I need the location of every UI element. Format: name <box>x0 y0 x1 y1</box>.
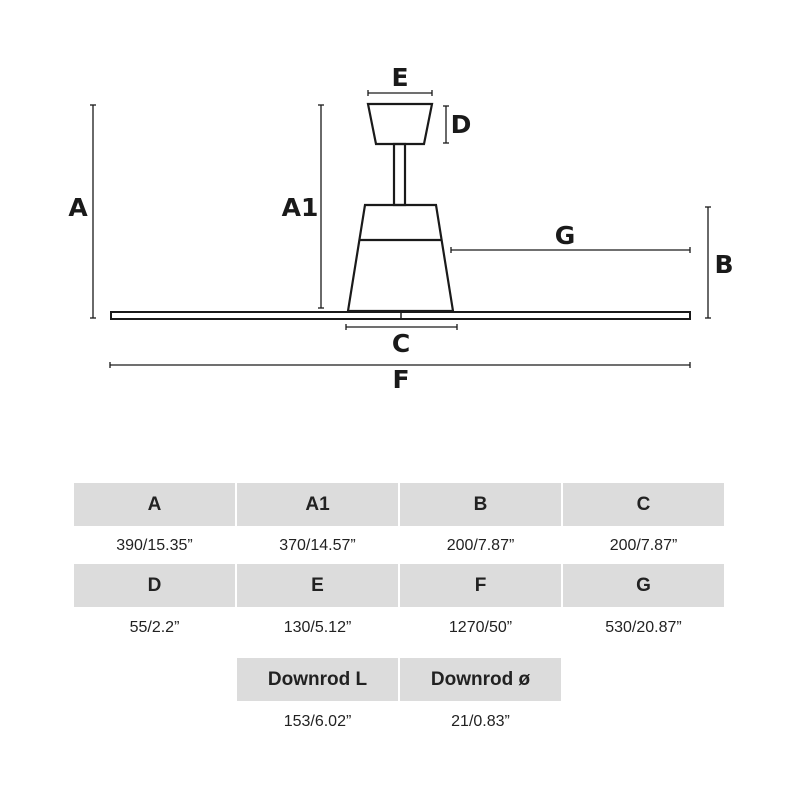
value-f: 1270/50” <box>448 619 513 636</box>
fan-dimension-diagram: A A1 E D G B C F <box>68 63 733 394</box>
value-d: 55/2.2” <box>129 619 180 636</box>
value-c: 200/7.87” <box>609 537 678 554</box>
downrod <box>392 142 407 207</box>
header-downrod-diameter: Downrod ø <box>400 658 561 701</box>
header-downrod-length: Downrod L <box>237 658 398 701</box>
value-g: 530/20.87” <box>605 619 682 636</box>
value-a1: 370/14.57” <box>279 537 356 554</box>
header-g: G <box>563 564 724 607</box>
dimension-b <box>705 206 711 319</box>
value-downrod-length: 153/6.02” <box>283 713 352 730</box>
header-c: C <box>563 483 724 526</box>
dimension-g <box>450 247 691 253</box>
label-c: C <box>392 329 410 358</box>
dimension-c <box>345 324 458 330</box>
dimension-d <box>443 105 449 144</box>
header-d: D <box>74 564 235 607</box>
header-e: E <box>237 564 398 607</box>
dimension-f <box>109 362 691 368</box>
value-e: 130/5.12” <box>283 619 352 636</box>
label-d: D <box>451 110 472 139</box>
header-b: B <box>400 483 561 526</box>
label-f: F <box>392 365 409 394</box>
label-a1: A1 <box>282 193 319 222</box>
canopy <box>366 102 434 146</box>
value-downrod-diameter: 21/0.83” <box>451 713 510 730</box>
value-b: 200/7.87” <box>446 537 515 554</box>
header-a: A <box>74 483 235 526</box>
value-a: 390/15.35” <box>116 537 193 554</box>
motor-housing <box>346 203 455 313</box>
header-a1: A1 <box>237 483 398 526</box>
dimension-a <box>90 104 96 319</box>
dimension-e <box>367 90 433 96</box>
label-e: E <box>391 63 408 92</box>
label-b: B <box>714 250 733 279</box>
label-a: A <box>68 193 88 222</box>
header-f: F <box>400 564 561 607</box>
label-g: G <box>555 221 576 250</box>
dimension-a1 <box>318 104 324 309</box>
